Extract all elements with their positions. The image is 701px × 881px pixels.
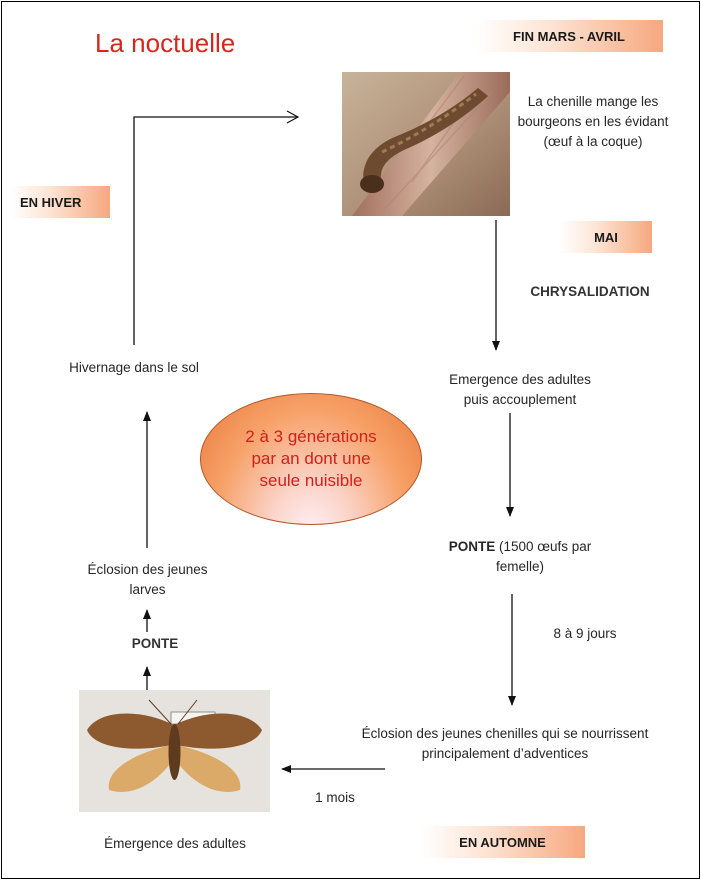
arrow-hivernage-to-chenille (134, 117, 298, 345)
